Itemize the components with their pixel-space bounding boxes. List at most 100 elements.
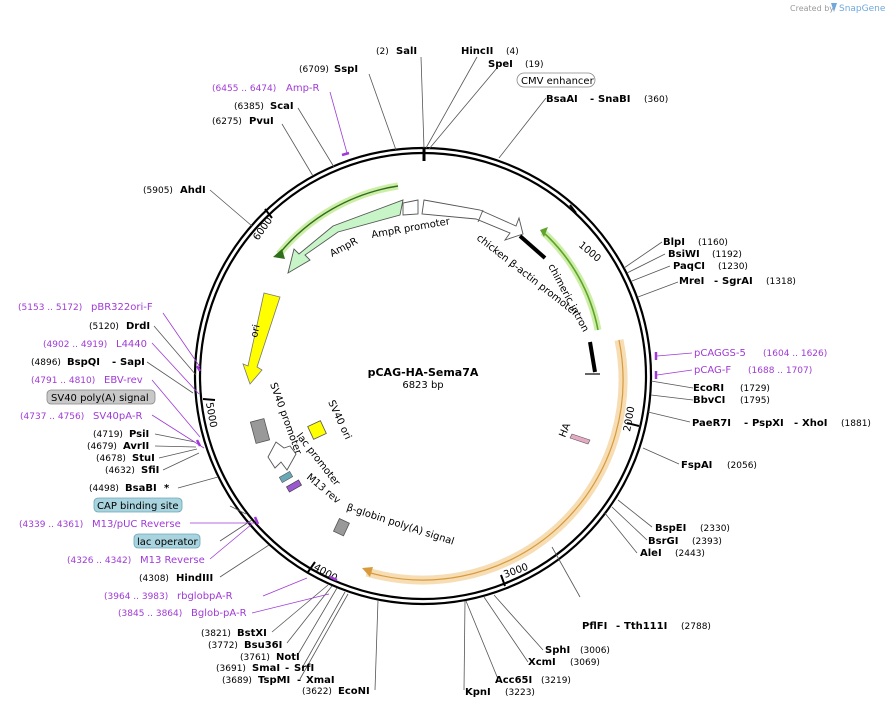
primer-ebvrev[interactable]: EBV-rev [104,375,143,386]
credit-prefix: Created by [790,4,834,13]
site-pvui[interactable]: PvuI [249,116,274,127]
site-scai[interactable]: ScaI [270,101,294,112]
site-sfii-pos: (4632) [105,466,135,476]
site-paqci[interactable]: PaqCI [673,261,705,272]
site-xcmi[interactable]: XcmI [528,657,556,668]
feature-cap-site [278,470,294,484]
site-stui-pos: (4678) [96,454,126,464]
site-xmai[interactable]: XmaI [306,675,335,686]
feature-label-cba-promoter: chicken β-actin promoter [474,233,580,319]
primer-m13puc-pos: (4339 .. 4361) [19,520,83,530]
site-sfii[interactable]: SfiI [141,465,159,476]
primer-pbr322[interactable]: pBR322ori-F [91,302,153,313]
site-noti[interactable]: NotI [276,652,300,663]
site-fspai-pos: (2056) [727,461,757,471]
site-srfi[interactable]: SrfI [294,663,314,674]
site-sphi[interactable]: SphI [545,645,570,656]
site-sali-pos: (2) [376,47,389,57]
lac-operator-box: lac operator [133,533,201,549]
scale-ticks [202,204,640,587]
primer-pcagf-pos: (1688 .. 1707) [748,366,812,376]
site-avrii[interactable]: AvrII [123,441,149,452]
site-ahdi-pos: (5905) [143,186,173,196]
site-pspxi[interactable]: PspXI [752,418,784,429]
plasmid-name: pCAG-HA-Sema7A [368,366,479,379]
site-bsaai-sep: - [590,94,594,105]
feature-ampr-promoter [402,199,419,216]
site-tspmi-sep: - [297,675,301,686]
site-stui[interactable]: StuI [132,453,155,464]
site-drdi[interactable]: DrdI [126,321,150,332]
site-paer7i[interactable]: PaeR7I [692,418,731,429]
site-mrei-sep: - [714,276,718,287]
primer-pcaggs-pos: (1604 .. 1626) [763,349,827,359]
site-bsrgi[interactable]: BsrGI [648,536,678,547]
feature-sema7a-orf [362,339,628,585]
primer-bglob-pos: (3845 .. 3864) [118,609,182,619]
site-pvui-pos: (6275) [212,117,242,127]
site-tth111i[interactable]: Tth111I [624,621,667,632]
site-ahdi[interactable]: AhdI [180,185,206,196]
site-hindiii[interactable]: HindIII [176,573,213,584]
primer-pbr322-pos: (5153 .. 5172) [18,303,82,313]
site-spei[interactable]: SpeI [488,59,513,70]
site-bsu36i-pos: (3772) [208,641,238,651]
feature-chimeric-intron-bar [518,234,547,260]
primer-sv40pa[interactable]: SV40pA-R [93,411,142,422]
site-sspi[interactable]: SspI [334,64,358,75]
site-mrei[interactable]: MreI [679,276,704,287]
feature-label-globin-polya: β-globin poly(A) signal [345,502,455,547]
site-psii[interactable]: PsiI [129,429,149,440]
feature-sv40-ori [307,420,327,440]
site-pflfi[interactable]: PflFI [582,621,607,632]
site-hincii-pos: (4) [506,47,519,57]
site-bsabi[interactable]: BsaBI [125,483,157,494]
site-tspmi-pos: (3689) [222,676,252,686]
primer-ampr-pos: (6455 .. 6474) [212,84,276,94]
primer-rbglob[interactable]: rbglobpA-R [177,591,233,602]
site-bspei-pos: (2330) [700,524,730,534]
site-bspqi[interactable]: BspQI [67,357,100,368]
primer-bglob[interactable]: Bglob-pA-R [191,608,247,619]
primer-leader-lines [151,91,693,614]
site-sapi[interactable]: SapI [120,357,145,368]
site-bstxi-pos: (3821) [201,629,231,639]
site-blpi[interactable]: BlpI [663,237,685,248]
primer-l4440[interactable]: L4440 [116,339,147,350]
site-bstxi[interactable]: BstXI [237,628,267,639]
site-ecori[interactable]: EcoRI [693,383,724,394]
site-alei[interactable]: AleI [640,548,662,559]
site-sali[interactable]: SalI [396,46,417,57]
cap-binding-box: CAP binding site [93,497,183,513]
site-xhoi[interactable]: XhoI [802,418,827,429]
site-bsu36i[interactable]: Bsu36I [244,640,282,651]
primer-m13puc[interactable]: M13/pUC Reverse [92,519,181,530]
primer-pcagf[interactable]: pCAG-F [694,365,731,376]
site-bsaai[interactable]: BsaAI [546,94,578,105]
site-smai[interactable]: SmaI [252,663,280,674]
site-tspmi[interactable]: TspMI [258,675,290,686]
primer-rbglob-pos: (3964 .. 3983) [104,592,168,602]
feature-globin-polya [332,518,350,537]
primer-ampr[interactable]: Amp-R [286,83,320,94]
tick-label-5000: 5000 [203,402,218,429]
site-sgrai[interactable]: SgrAI [722,276,753,287]
feature-label-ampr: AmpR [328,236,360,260]
site-kpni[interactable]: KpnI [465,687,491,698]
primer-m13rev[interactable]: M13 Reverse [140,555,205,566]
site-snabi[interactable]: SnaBI [598,94,630,105]
site-bsiwi-pos: (1192) [712,250,742,260]
site-bbvci[interactable]: BbvCI [693,395,725,406]
site-bsiwi[interactable]: BsiWI [668,249,700,260]
site-econi[interactable]: EcoNI [338,686,370,697]
site-acc65i[interactable]: Acc65I [495,675,532,686]
site-smai-pos: (3691) [216,664,246,674]
site-bspei[interactable]: BspEI [655,523,686,534]
site-hincii[interactable]: HincII [461,46,493,57]
primer-pcaggs[interactable]: pCAGGS-5 [694,348,746,359]
site-bsabi-pos: (4498) [89,484,119,494]
feature-label-ori: ori [249,324,262,339]
site-scai-pos: (6385) [234,102,264,112]
site-fspai[interactable]: FspAI [681,460,712,471]
